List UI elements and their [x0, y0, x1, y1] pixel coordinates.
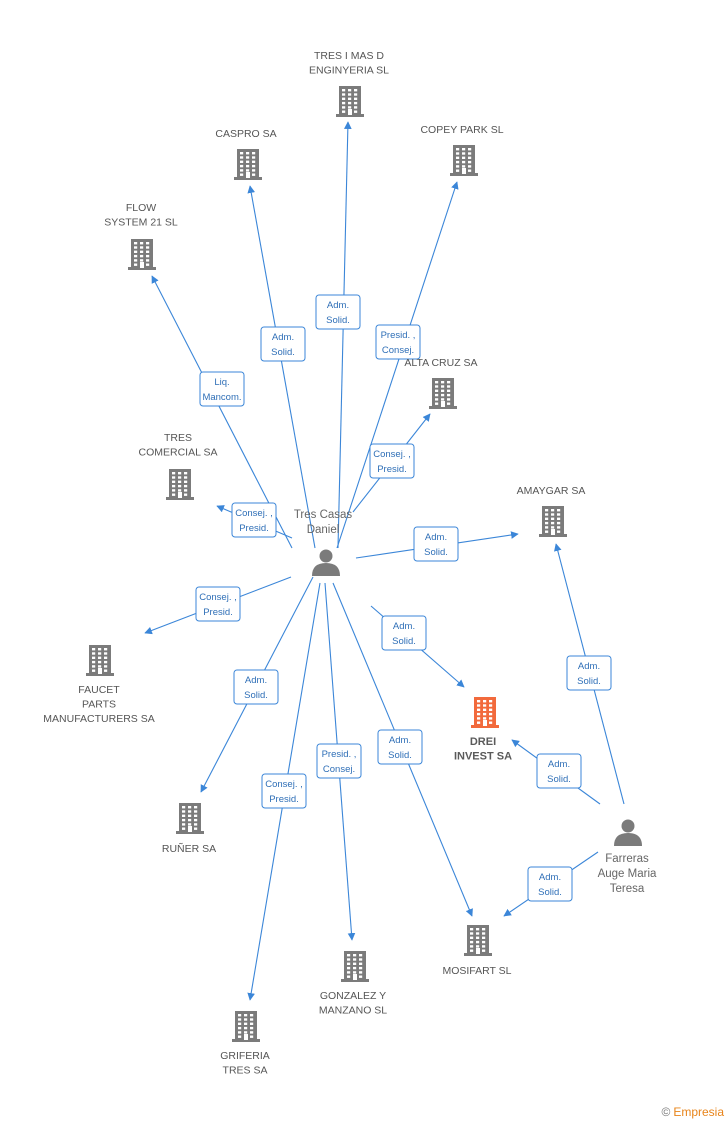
company-label-runer[interactable]: RUÑER SA	[162, 842, 216, 855]
building-icon	[464, 925, 492, 956]
edge-label-text: Liq.	[214, 377, 229, 388]
building-icon	[176, 803, 204, 834]
building-icon	[429, 378, 457, 409]
person-icon	[614, 819, 642, 846]
building-icon	[471, 697, 499, 728]
building-icon	[128, 239, 156, 270]
edge-label-text: Presid. ,	[322, 749, 357, 760]
building-icon	[450, 145, 478, 176]
company-label-gonzalez[interactable]: MANZANO SL	[319, 1005, 387, 1017]
edge-label-text: Adm.	[539, 872, 561, 883]
edge-label-text: Adm.	[578, 661, 600, 672]
company-label-amaygar[interactable]: AMAYGAR SA	[517, 485, 586, 497]
brand-logo-text: Empresia	[673, 1105, 724, 1119]
person-icon	[312, 549, 340, 576]
edge-label-text: Presid.	[239, 523, 269, 534]
building-icon	[232, 1011, 260, 1042]
edge-label-text: Adm.	[425, 532, 447, 543]
edge-label-text: Solid.	[424, 547, 448, 558]
edge-label-text: Solid.	[392, 636, 416, 647]
edge-label-text: Consej. ,	[373, 449, 411, 460]
edge-p1-c_caspro	[247, 185, 316, 549]
edge-label-box[interactable]: Adm. Solid.	[381, 615, 427, 651]
edge-label-text: Consej. ,	[199, 592, 237, 603]
company-label-trescom[interactable]: COMERCIAL SA	[139, 447, 218, 459]
edge-label-box[interactable]: Adm. Solid.	[315, 294, 361, 330]
edge-label-box[interactable]: Adm. Solid.	[527, 866, 573, 902]
edge-label-text: Solid.	[271, 347, 295, 358]
edge-p1-c_tresimas	[337, 121, 352, 549]
edge-p1-c_copey	[336, 181, 459, 549]
edge-label-text: Solid.	[547, 774, 571, 785]
edge-label-text: Solid.	[577, 676, 601, 687]
edge-label-box[interactable]: Consej. , Presid.	[369, 443, 415, 479]
edge-label-text: Adm.	[393, 621, 415, 632]
company-label-drei[interactable]: DREI	[470, 736, 496, 748]
edge-label-text: Mancom.	[202, 392, 241, 403]
edge-label-box[interactable]: Consej. , Presid.	[231, 502, 277, 538]
company-label-gonzalez[interactable]: GONZALEZ Y	[320, 990, 386, 1002]
edge-label-box[interactable]: Consej. , Presid.	[195, 586, 241, 622]
person-label[interactable]: Auge Maria	[598, 868, 657, 880]
company-label-caspro[interactable]: CASPRO SA	[215, 128, 276, 140]
person-label[interactable]: Tres Casas	[294, 509, 353, 521]
edge-label-text: Adm.	[245, 675, 267, 686]
person-label[interactable]: Teresa	[610, 883, 645, 895]
edge-label-text: Adm.	[272, 332, 294, 343]
edge-label-box[interactable]: Adm. Solid.	[233, 669, 279, 705]
company-label-tresimas[interactable]: ENGINYERIA SL	[309, 65, 389, 77]
edge-label-text: Solid.	[538, 887, 562, 898]
edge-label-box[interactable]: Presid. , Consej.	[375, 324, 421, 360]
edge-label-box[interactable]: Liq. Mancom.	[199, 371, 245, 407]
edge-label-box[interactable]: Adm. Solid.	[260, 326, 306, 362]
company-label-mosifart[interactable]: MOSIFART SL	[442, 965, 511, 977]
edge-label-box[interactable]: Presid. , Consej.	[316, 743, 362, 779]
edge-label-box[interactable]: Adm. Solid.	[377, 729, 423, 765]
company-label-flow[interactable]: SYSTEM 21 SL	[104, 217, 178, 229]
edge-label-text: Adm.	[548, 759, 570, 770]
company-label-flow[interactable]: FLOW	[126, 202, 156, 214]
person-label[interactable]: Farreras	[605, 853, 649, 865]
edge-label-text: Presid.	[269, 794, 299, 805]
company-label-griferia[interactable]: GRIFERIA	[220, 1050, 270, 1062]
company-label-copey[interactable]: COPEY PARK SL	[420, 124, 503, 136]
edge-labels-layer: Adm. Solid. Adm. Solid. Presid. , Consej. Liq.…	[195, 294, 612, 902]
building-icon	[539, 506, 567, 537]
edge-label-text: Solid.	[326, 315, 350, 326]
edge-label-box[interactable]: Consej. , Presid.	[261, 773, 307, 809]
company-label-faucet[interactable]: MANUFACTURERS SA	[43, 713, 154, 725]
company-label-altacruz[interactable]: ALTA CRUZ SA	[404, 357, 477, 369]
company-label-drei[interactable]: INVEST SA	[454, 751, 512, 763]
edge-label-text: Presid.	[377, 464, 407, 475]
building-icon	[234, 149, 262, 180]
edge-label-text: Presid. ,	[381, 330, 416, 341]
edge-label-text: Adm.	[389, 735, 411, 746]
edge-label-box[interactable]: Adm. Solid.	[413, 526, 459, 562]
building-icon	[336, 86, 364, 117]
company-label-faucet[interactable]: FAUCET	[78, 684, 120, 696]
company-label-griferia[interactable]: TRES SA	[223, 1065, 268, 1077]
edge-label-text: Solid.	[388, 750, 412, 761]
company-label-trescom[interactable]: TRES	[164, 432, 192, 444]
person-label[interactable]: Daniel	[307, 524, 340, 536]
edge-label-text: Presid.	[203, 607, 233, 618]
edge-label-text: Adm.	[327, 300, 349, 311]
edge-label-text: Solid.	[244, 690, 268, 701]
building-icon	[341, 951, 369, 982]
edge-label-text: Consej. ,	[265, 779, 303, 790]
edge-label-box[interactable]: Adm. Solid.	[536, 753, 582, 789]
company-label-faucet[interactable]: PARTS	[82, 699, 116, 711]
company-label-tresimas[interactable]: TRES I MAS D	[314, 50, 384, 62]
building-icon	[166, 469, 194, 500]
edge-label-box[interactable]: Adm. Solid.	[566, 655, 612, 691]
copyright-symbol: ©	[661, 1105, 671, 1119]
edge-label-text: Consej.	[382, 345, 414, 356]
building-icon	[86, 645, 114, 676]
brand-footer: ©Empresia	[661, 1105, 724, 1119]
edge-label-text: Consej. ,	[235, 508, 273, 519]
nodes-layer: TRES I MAS D ENGINYERIA SL CASPRO SA COPEY …	[43, 50, 657, 1077]
edge-label-text: Consej.	[323, 764, 355, 775]
